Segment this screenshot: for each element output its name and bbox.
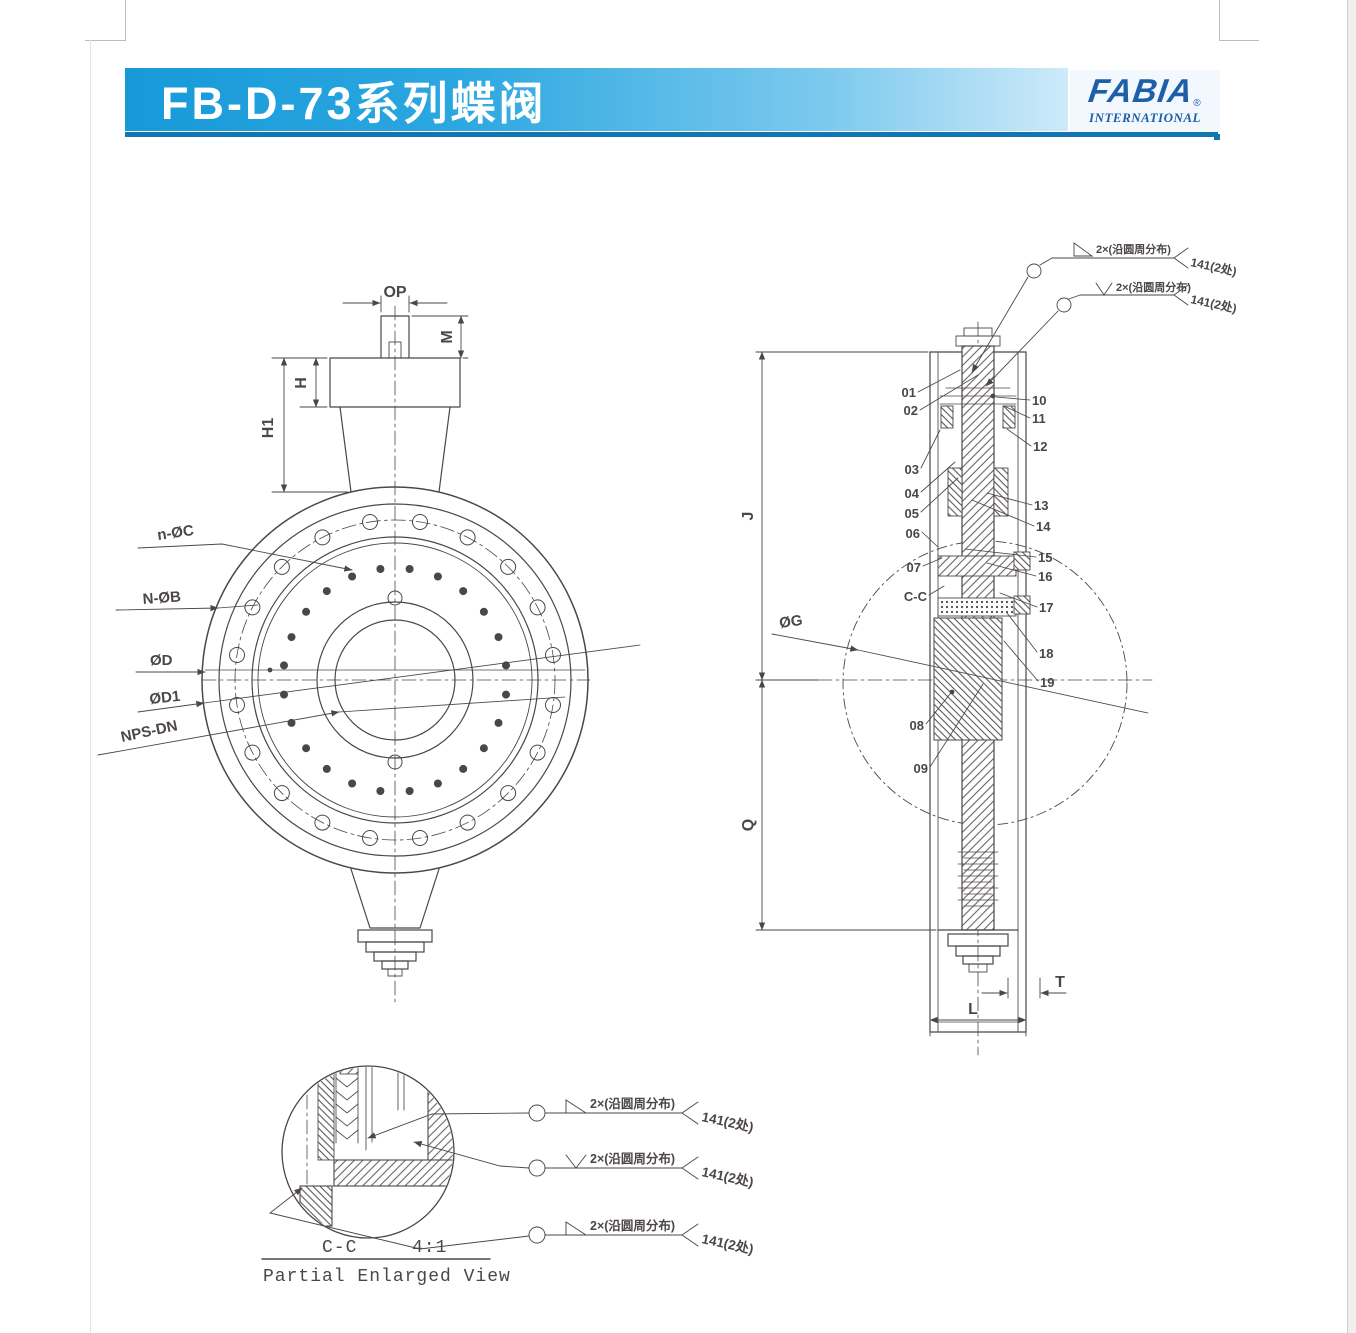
dim-label-j: J <box>740 512 757 521</box>
caption-scale: 4:1 <box>412 1238 447 1258</box>
part-number-19: 19 <box>1040 675 1054 690</box>
section-mark-cc: C-C <box>904 589 928 604</box>
part-number-01: 01 <box>902 385 916 400</box>
weld-qty-text: 2×(沿圆周分布) <box>590 1218 675 1233</box>
front-leader-lines <box>97 543 641 756</box>
title-banner: FB-D-73系列蝶阀 <box>125 68 1068 131</box>
valve-neck-bottom <box>350 868 440 977</box>
fillet-weld-symbol <box>1073 242 1094 257</box>
section-dimension-labels: J Q ØG L T <box>740 512 1065 1018</box>
weld-process-text: 141(2处) <box>700 1230 755 1257</box>
bolt-hole-ring-outer <box>229 514 561 846</box>
corner-mark-left <box>85 0 126 41</box>
page-edge-left <box>90 40 91 1333</box>
part-number-03: 03 <box>905 462 919 477</box>
dim-label-op: OP <box>383 284 406 301</box>
enlarged-leaders <box>268 1112 530 1250</box>
front-dimension-labels: OP M H H1 n-ØC N-ØB ØD ØD1 NPS-DN <box>119 284 456 746</box>
section-view: J Q ØG L T 01 02 03 04 05 06 07 C-C 08 0… <box>740 242 1238 1056</box>
valve-neck-top <box>329 315 461 493</box>
weld-callout-enlarged-1: 2×(沿圆周分布) 141(2处) <box>528 1096 755 1135</box>
logo-wordmark: FABIA® <box>1087 72 1201 110</box>
dim-label-m: M <box>439 330 456 343</box>
part-number-10: 10 <box>1032 393 1046 408</box>
part-number-06: 06 <box>906 526 920 541</box>
page-edge-right <box>1347 0 1356 1333</box>
v-groove-weld-symbol <box>565 1154 587 1169</box>
weld-process-text: 141(2处) <box>700 1163 755 1190</box>
enlarged-view-caption: C-C 4:1 Partial Enlarged View <box>261 1238 511 1287</box>
caption-title: Partial Enlarged View <box>263 1267 511 1287</box>
bolt-hole-ring-inner <box>280 565 510 795</box>
page-title: FB-D-73系列蝶阀 <box>161 78 547 129</box>
part-number-17: 17 <box>1039 600 1053 615</box>
front-centerlines <box>201 305 591 1003</box>
label-nps-dn: NPS-DN <box>119 717 179 746</box>
logo-subtitle: INTERNATIONAL <box>1089 109 1201 125</box>
part-number-02: 02 <box>904 403 918 418</box>
dim-label-h1: H1 <box>260 418 277 439</box>
part-number-04: 04 <box>905 486 920 501</box>
enlarged-view-detail <box>299 1067 453 1235</box>
weld-qty-text: 2×(沿圆周分布) <box>590 1151 675 1166</box>
dim-label-h: H <box>293 377 310 389</box>
logo-accent-dot <box>1214 134 1220 140</box>
brand-logo: FABIA® INTERNATIONAL <box>1070 70 1220 132</box>
part-callouts-left: 01 02 03 04 05 06 07 C-C 08 09 <box>902 369 984 776</box>
weld-callout-enlarged-3: 2×(沿圆周分布) 141(2处) <box>528 1218 755 1257</box>
fillet-weld-symbol <box>565 1099 588 1114</box>
part-number-08: 08 <box>910 718 924 733</box>
front-view: OP M H H1 n-ØC N-ØB ØD ØD1 NPS-DN <box>97 284 641 1003</box>
dim-label-og: ØG <box>778 612 803 632</box>
label-n-oc: n-ØC <box>156 522 195 544</box>
part-number-13: 13 <box>1034 498 1048 513</box>
part-number-09: 09 <box>914 761 928 776</box>
part-number-05: 05 <box>905 506 919 521</box>
section-dimensions <box>755 351 1149 1037</box>
weld-process-text: 141(2处) <box>1189 291 1238 315</box>
logo-registered-mark: ® <box>1193 98 1201 110</box>
banner-underline <box>125 132 1218 137</box>
weld-qty-text: 2×(沿圆周分布) <box>1116 280 1191 294</box>
part-number-14: 14 <box>1036 519 1051 534</box>
valve-body-section <box>929 327 1031 1033</box>
part-callouts-right: 10 11 12 13 14 15 16 17 18 19 <box>964 393 1054 690</box>
part-number-07: 07 <box>907 560 921 575</box>
weld-qty-text: 2×(沿圆周分布) <box>1096 242 1171 256</box>
weld-process-text: 141(2处) <box>1189 254 1238 278</box>
part-number-15: 15 <box>1038 550 1052 565</box>
part-number-12: 12 <box>1033 439 1047 454</box>
caption-section-mark: C-C <box>322 1238 357 1258</box>
dim-label-q: Q <box>740 819 757 831</box>
weld-callout-top-2: 2×(沿圆周分布) 141(2处) <box>985 280 1238 387</box>
part-number-18: 18 <box>1039 646 1053 661</box>
fillet-weld-symbol <box>565 1221 588 1236</box>
part-number-11: 11 <box>1032 411 1046 426</box>
label-od1: ØD1 <box>149 688 181 708</box>
weld-callout-enlarged-2: 2×(沿圆周分布) 141(2处) <box>528 1151 755 1190</box>
label-od: ØD <box>150 652 173 669</box>
part-number-16: 16 <box>1038 569 1052 584</box>
weld-qty-text: 2×(沿圆周分布) <box>590 1096 675 1111</box>
corner-mark-right <box>1219 0 1259 41</box>
enlarged-view: 2×(沿圆周分布) 141(2处) 2×(沿圆周分布) 141(2处) 2×(沿… <box>261 1065 755 1287</box>
v-groove-weld-symbol <box>1095 282 1113 296</box>
label-n-ob: N-ØB <box>142 588 182 608</box>
flange-circles <box>201 486 589 874</box>
dim-label-l: L <box>968 1001 978 1018</box>
dim-label-t: T <box>1055 974 1065 991</box>
weld-process-text: 141(2处) <box>700 1108 755 1135</box>
front-dimensions <box>271 295 469 493</box>
